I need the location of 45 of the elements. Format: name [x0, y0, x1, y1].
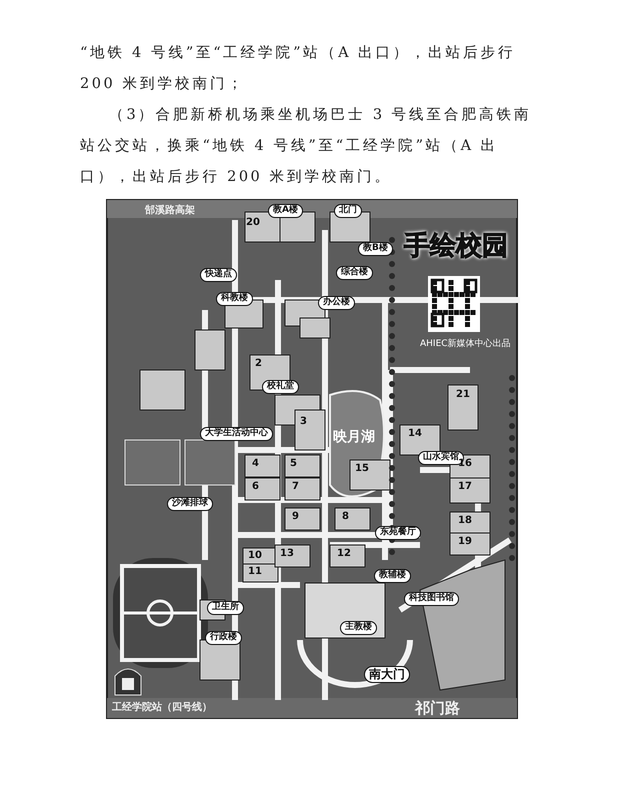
building-label: 综合楼: [336, 266, 373, 280]
building-number: 13: [280, 548, 294, 559]
building-number: 10: [248, 550, 262, 561]
road-name: 郜溪路高架: [145, 205, 195, 216]
gate-label: 北门: [334, 204, 362, 218]
building-label: 科技图书馆: [404, 592, 459, 606]
station-name: 工经学院站（四号线）: [112, 702, 212, 713]
building-number: 19: [458, 536, 472, 547]
building-number: 14: [408, 428, 422, 439]
place-label: 快递点: [200, 268, 237, 282]
building-number: 15: [355, 463, 369, 474]
building-number: 16: [458, 458, 472, 469]
building-label: 卫生所: [207, 601, 244, 615]
credit-text: AHIEC新媒体中心出品: [420, 340, 511, 350]
building-number: 5: [290, 458, 297, 469]
building-number: 12: [337, 548, 351, 559]
building-number: 18: [458, 515, 472, 526]
map-title: 手绘校园: [404, 232, 508, 261]
building-number: 2: [255, 358, 262, 369]
building-label: 东苑餐厅: [375, 526, 421, 540]
building-label: 主教楼: [340, 621, 377, 635]
building-label: 大学生活动中心: [200, 427, 273, 441]
building-number: 6: [252, 481, 259, 492]
building-number: 8: [342, 511, 349, 522]
building-number: 9: [292, 511, 299, 522]
building-label: 教B楼: [358, 242, 393, 256]
gate-label: 南大门: [364, 666, 410, 684]
building-number: 4: [252, 458, 259, 469]
place-label: 沙滩排球: [167, 497, 213, 511]
lake-name: 映月湖: [333, 430, 375, 446]
building-label: 教辅楼: [374, 569, 411, 583]
building-label: 行政楼: [205, 631, 242, 645]
building-label: 科教楼: [216, 292, 253, 306]
building-number: 11: [248, 566, 262, 577]
building-label: 教A楼: [268, 204, 303, 218]
paragraph: “地铁 4 号线”至“工经学院”站（A 出口），出站后步行 200 米到学校南门；: [80, 44, 517, 94]
building-number: 17: [458, 481, 472, 492]
paragraph: （3）合肥新桥机场乘坐机场巴士 3 号线至合肥高铁南站公交站，换乘“地铁 4 号线”至“工经学院”站（A 出口），出站后步行 200 米到学校南门。: [80, 106, 533, 187]
building-number: 21: [456, 389, 470, 400]
building-number: 7: [292, 481, 299, 492]
building-number: 3: [300, 416, 307, 427]
road-name: 祁门路: [415, 700, 460, 716]
building-label: 办公楼: [318, 296, 355, 310]
building-label: 校礼堂: [262, 380, 299, 394]
building-number: 20: [246, 217, 260, 228]
